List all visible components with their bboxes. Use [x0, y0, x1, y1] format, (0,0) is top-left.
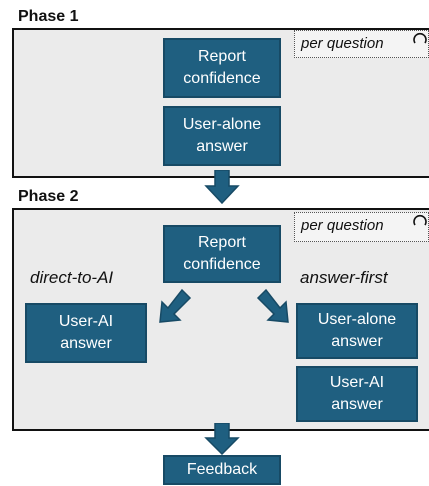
- arrow-down-right-icon: [256, 288, 289, 323]
- phase-2-report-confidence-box: Report confidence: [163, 225, 281, 283]
- answer-first-user-alone-answer-box: User-alone answer: [296, 303, 418, 359]
- phase-1-per-question-text: per question: [301, 35, 384, 52]
- down-arrow-icon: [204, 423, 240, 455]
- direct-to-ai-user-ai-answer-box: User-AI answer: [25, 303, 147, 363]
- phase-1-report-confidence-box: Report confidence: [163, 38, 281, 98]
- phase-1-per-question-tag: per question: [294, 30, 429, 58]
- loop-icon: [413, 32, 427, 44]
- arrow-down-left-icon: [159, 288, 192, 323]
- down-arrow-icon: [204, 170, 240, 204]
- phase-2-title: Phase 2: [18, 188, 79, 205]
- answer-first-label: answer-first: [300, 268, 388, 287]
- phase-2-per-question-tag: per question: [294, 212, 429, 242]
- phase-1-title: Phase 1: [18, 8, 79, 25]
- phase-1-user-alone-answer-box: User-alone answer: [163, 106, 281, 166]
- answer-first-user-ai-answer-box: User-AI answer: [296, 366, 418, 422]
- loop-icon: [413, 214, 427, 226]
- direct-to-ai-label: direct-to-AI: [30, 268, 114, 287]
- feedback-box: Feedback: [163, 455, 281, 485]
- phase-2-per-question-text: per question: [301, 217, 384, 234]
